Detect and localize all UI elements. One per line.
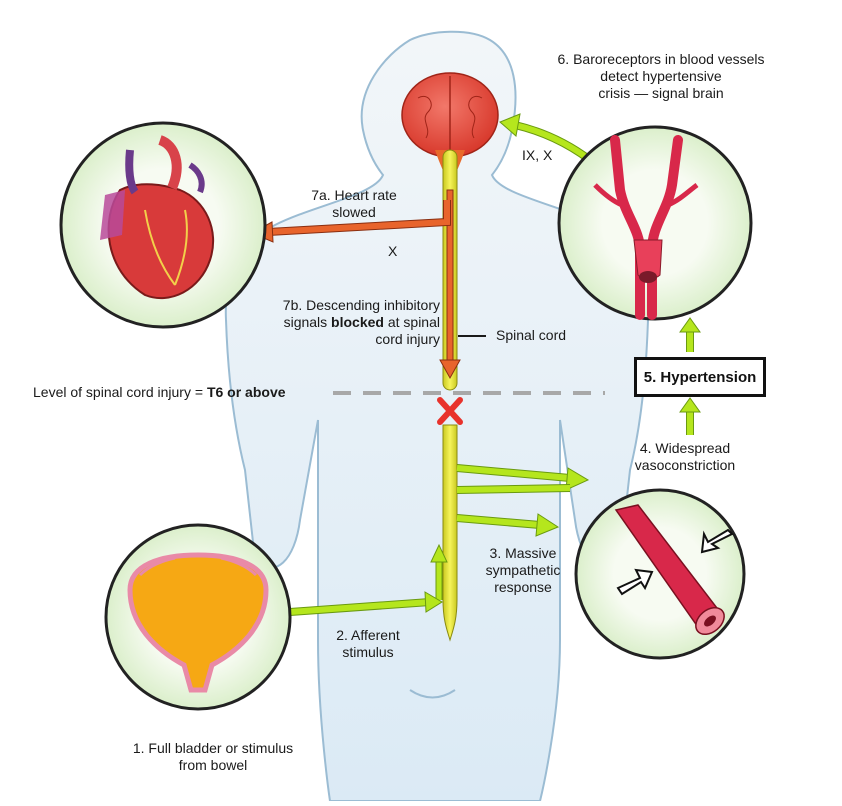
constricted-vessel-icon <box>614 504 725 636</box>
hypertension-to-baroreceptor-arrow <box>679 317 701 352</box>
step7b-line2-bold: blocked <box>331 314 384 330</box>
baroreceptor-circle <box>557 125 753 321</box>
hypertension-box: 5. Hypertension <box>634 357 766 397</box>
spinal-cord-label: Spinal cord <box>496 327 567 343</box>
step5-label: 5. Hypertension <box>643 368 757 386</box>
step6-label: 6. Baroreceptors in blood vessels detect… <box>536 51 786 102</box>
step2-line2: stimulus <box>342 644 394 660</box>
carotid-vessel-icon <box>593 135 699 320</box>
spinal-cord-leader <box>458 335 486 337</box>
step7b-label: 7b. Descending inhibitory signals blocke… <box>222 297 440 348</box>
step7b-line2-pre: signals <box>283 314 332 330</box>
afferent-stimulus-arrow <box>289 591 443 616</box>
step7b-line2-post: at spinal <box>383 314 440 330</box>
step4-line2: vasoconstriction <box>634 457 736 473</box>
vasoconstriction-to-hypertension-arrow <box>679 397 701 435</box>
step1-line2: from bowel <box>178 757 248 773</box>
vasoconstriction-circle <box>574 488 746 660</box>
step1-label: 1. Full bladder or stimulus from bowel <box>98 740 328 774</box>
step4-line1: 4. Widespread <box>639 440 731 456</box>
nerve-x-label: X <box>388 243 398 259</box>
step3-line2: sympathetic <box>485 562 561 578</box>
step7b-line2: signals blocked at spinal <box>222 314 440 331</box>
baroreceptor-to-brain-arrow <box>499 113 593 164</box>
bladder-circle <box>104 523 292 711</box>
step4-label: 4. Widespread vasoconstriction <box>610 440 760 474</box>
step7b-line3: cord injury <box>375 331 440 347</box>
sympathetic-outflow-arrows <box>456 464 590 537</box>
step2-line1: 2. Afferent <box>336 627 400 643</box>
injury-level-pre: Level of spinal cord injury = <box>33 384 207 400</box>
step3-line1: 3. Massive <box>489 545 557 561</box>
step7a-label: 7a. Heart rate slowed <box>284 187 424 221</box>
step6-line3: crisis — signal brain <box>598 85 724 101</box>
step6-line1: 6. Baroreceptors in blood vessels <box>557 51 765 67</box>
injury-level-label: Level of spinal cord injury = T6 or abov… <box>33 384 286 401</box>
descending-inhibitory-arrow <box>439 189 461 380</box>
heart-circle <box>59 121 267 329</box>
step6-line2: detect hypertensive <box>600 68 722 84</box>
step3-label: 3. Massive sympathetic response <box>468 545 578 596</box>
step1-line1: 1. Full bladder or stimulus <box>132 740 294 756</box>
step7b-line1: 7b. Descending inhibitory <box>282 297 440 313</box>
step2-label: 2. Afferent stimulus <box>318 627 418 661</box>
step3-line3: response <box>494 579 552 595</box>
heart-icon <box>100 135 215 300</box>
bladder-icon <box>127 552 269 693</box>
step7a-line1: 7a. Heart rate <box>311 187 397 203</box>
injury-x-icon <box>437 397 463 425</box>
nerve-ix-x-label: IX, X <box>522 147 553 163</box>
afferent-cord-arrow <box>430 543 448 600</box>
injury-level-bold: T6 or above <box>206 384 286 400</box>
step7a-line2: slowed <box>332 204 376 220</box>
compression-arrow-icon <box>616 528 734 596</box>
